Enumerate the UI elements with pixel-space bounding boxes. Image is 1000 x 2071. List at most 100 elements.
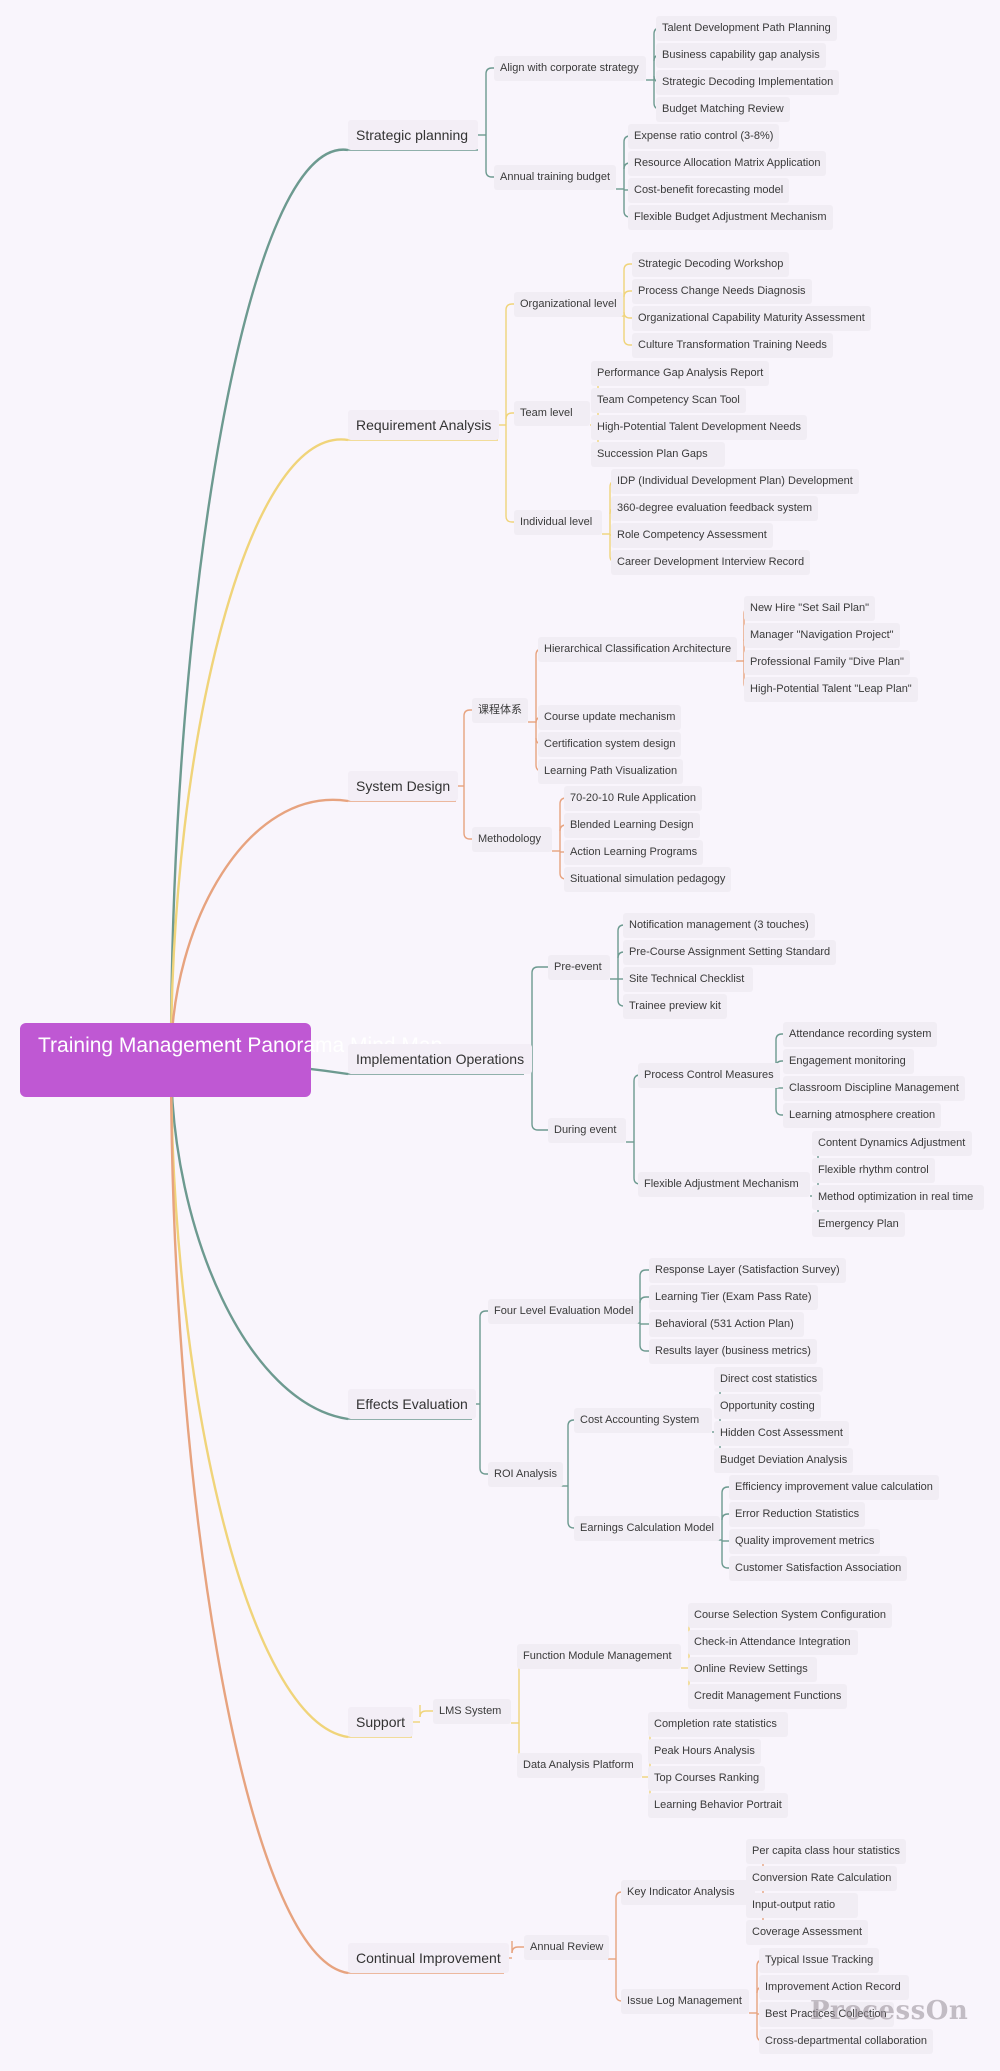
topic-top-courses-ranking[interactable]: Top Courses Ranking [648,1766,766,1791]
topic-input-output-ratio[interactable]: Input-output ratio [746,1893,858,1918]
topic-team-level[interactable]: Team level [514,401,590,426]
topic-data-analysis-platform[interactable]: Data Analysis Platform [517,1753,642,1778]
topic-attendance-recording-system[interactable]: Attendance recording system [783,1022,938,1047]
topic-budget-matching-review[interactable]: Budget Matching Review [656,97,790,122]
topic-lms-system[interactable]: LMS System [433,1699,511,1724]
topic-360-degree-evaluation-feedback-system[interactable]: 360-degree evaluation feedback system [611,496,819,521]
branch-effects-evaluation[interactable]: Effects Evaluation [348,1389,476,1419]
topic-site-technical-checklist[interactable]: Site Technical Checklist [623,967,753,992]
topic-70-20-10-rule-application[interactable]: 70-20-10 Rule Application [564,786,702,811]
topic-during-event[interactable]: During event [548,1118,626,1143]
topic-role-competency-assessment[interactable]: Role Competency Assessment [611,523,773,548]
topic-conversion-rate-calculation[interactable]: Conversion Rate Calculation [746,1866,898,1891]
topic-learning-path-visualization[interactable]: Learning Path Visualization [538,759,684,784]
topic-team-competency-scan-tool[interactable]: Team Competency Scan Tool [591,388,746,413]
topic-flexible-budget-adjustment-mechanism[interactable]: Flexible Budget Adjustment Mechanism [628,205,833,230]
topic-response-layer-satisfaction-survey[interactable]: Response Layer (Satisfaction Survey) [649,1258,846,1283]
topic-talent-development-path-planning[interactable]: Talent Development Path Planning [656,16,837,41]
topic-credit-management-functions[interactable]: Credit Management Functions [688,1684,848,1709]
topic-career-development-interview-record[interactable]: Career Development Interview Record [611,550,811,575]
topic-organizational-capability-maturity-assessment[interactable]: Organizational Capability Maturity Asses… [632,306,871,331]
topic-completion-rate-statistics[interactable]: Completion rate statistics [648,1712,788,1737]
topic-pre-event[interactable]: Pre-event [548,955,610,980]
topic-coverage-assessment[interactable]: Coverage Assessment [746,1920,869,1945]
topic-process-change-needs-diagnosis[interactable]: Process Change Needs Diagnosis [632,279,812,304]
topic-business-capability-gap-analysis[interactable]: Business capability gap analysis [656,43,826,68]
topic-engagement-monitoring[interactable]: Engagement monitoring [783,1049,914,1074]
topic-succession-plan-gaps[interactable]: Succession Plan Gaps [591,442,725,467]
topic-emergency-plan[interactable]: Emergency Plan [812,1212,905,1237]
topic-results-layer-business-metrics[interactable]: Results layer (business metrics) [649,1339,817,1364]
topic-course-update-mechanism[interactable]: Course update mechanism [538,705,682,730]
topic-key-indicator-analysis[interactable]: Key Indicator Analysis [621,1880,755,1905]
topic-course-selection-system-configuration[interactable]: Course Selection System Configuration [688,1603,892,1628]
topic-learning-tier-exam-pass-rate[interactable]: Learning Tier (Exam Pass Rate) [649,1285,818,1310]
topic-cost-accounting-system[interactable]: Cost Accounting System [574,1408,712,1433]
topic-strategic-decoding-implementation[interactable]: Strategic Decoding Implementation [656,70,840,95]
topic-resource-allocation-matrix-application[interactable]: Resource Allocation Matrix Application [628,151,827,176]
topic-situational-simulation-pedagogy[interactable]: Situational simulation pedagogy [564,867,732,892]
topic-quality-improvement-metrics[interactable]: Quality improvement metrics [729,1529,881,1554]
topic-online-review-settings[interactable]: Online Review Settings [688,1657,817,1682]
topic-individual-level[interactable]: Individual level [514,510,602,535]
topic-check-in-attendance-integration[interactable]: Check-in Attendance Integration [688,1630,858,1655]
topic-method-optimization-in-real-time[interactable]: Method optimization in real time [812,1185,984,1210]
root-topic[interactable]: Training Management Panorama Mind Map [20,1023,442,1097]
topic-high-potential-talent-development-needs[interactable]: High-Potential Talent Development Needs [591,415,808,440]
topic-strategic-decoding-workshop[interactable]: Strategic Decoding Workshop [632,252,790,277]
topic-peak-hours-analysis[interactable]: Peak Hours Analysis [648,1739,761,1764]
topic-content-dynamics-adjustment[interactable]: Content Dynamics Adjustment [812,1131,972,1156]
topic-idp-individual-development-plan-development[interactable]: IDP (Individual Development Plan) Develo… [611,469,859,494]
topic-certification-system-design[interactable]: Certification system design [538,732,682,757]
topic-flexible-adjustment-mechanism[interactable]: Flexible Adjustment Mechanism [638,1172,810,1197]
topic-process-control-measures[interactable]: Process Control Measures [638,1063,780,1088]
topic-function-module-management[interactable]: Function Module Management [517,1644,681,1669]
topic-professional-family-dive-plan[interactable]: Professional Family "Dive Plan" [744,650,910,675]
topic-blended-learning-design[interactable]: Blended Learning Design [564,813,700,838]
topic-organizational-level[interactable]: Organizational level [514,292,623,317]
topic-high-potential-talent-leap-plan[interactable]: High-Potential Talent "Leap Plan" [744,677,918,702]
branch-support[interactable]: Support [348,1707,414,1737]
topic-culture-transformation-training-needs[interactable]: Culture Transformation Training Needs [632,333,833,358]
topic-notification-management-3-touches[interactable]: Notification management (3 touches) [623,913,815,938]
topic-methodology[interactable]: Methodology [472,827,552,852]
branch-system-design[interactable]: System Design [348,771,459,801]
topic-learning-behavior-portrait[interactable]: Learning Behavior Portrait [648,1793,788,1818]
branch-implementation-operations[interactable]: Implementation Operations [348,1044,533,1074]
topic-opportunity-costing[interactable]: Opportunity costing [714,1394,821,1419]
topic-manager-navigation-project[interactable]: Manager "Navigation Project" [744,623,900,648]
topic-earnings-calculation-model[interactable]: Earnings Calculation Model [574,1516,720,1541]
topic-per-capita-class-hour-statistics[interactable]: Per capita class hour statistics [746,1839,906,1864]
topic-classroom-discipline-management[interactable]: Classroom Discipline Management [783,1076,965,1101]
topic-node[interactable]: 课程体系 [472,698,528,723]
branch-continual-improvement[interactable]: Continual Improvement [348,1943,509,1973]
topic-annual-training-budget[interactable]: Annual training budget [494,165,617,190]
topic-hierarchical-classification-architecture[interactable]: Hierarchical Classification Architecture [538,637,738,662]
topic-cross-departmental-collaboration[interactable]: Cross-departmental collaboration [759,2029,934,2054]
topic-hidden-cost-assessment[interactable]: Hidden Cost Assessment [714,1421,849,1446]
topic-error-reduction-statistics[interactable]: Error Reduction Statistics [729,1502,866,1527]
topic-four-level-evaluation-model[interactable]: Four Level Evaluation Model [488,1299,640,1324]
topic-efficiency-improvement-value-calculation[interactable]: Efficiency improvement value calculation [729,1475,939,1500]
topic-typical-issue-tracking[interactable]: Typical Issue Tracking [759,1948,880,1973]
topic-action-learning-programs[interactable]: Action Learning Programs [564,840,704,865]
topic-new-hire-set-sail-plan[interactable]: New Hire "Set Sail Plan" [744,596,876,621]
topic-direct-cost-statistics[interactable]: Direct cost statistics [714,1367,824,1392]
topic-cost-benefit-forecasting-model[interactable]: Cost-benefit forecasting model [628,178,790,203]
topic-trainee-preview-kit[interactable]: Trainee preview kit [623,994,727,1019]
topic-performance-gap-analysis-report[interactable]: Performance Gap Analysis Report [591,361,770,386]
branch-requirement-analysis[interactable]: Requirement Analysis [348,410,500,440]
topic-expense-ratio-control-3-8[interactable]: Expense ratio control (3-8%) [628,124,780,149]
topic-customer-satisfaction-association[interactable]: Customer Satisfaction Association [729,1556,908,1581]
topic-annual-review[interactable]: Annual Review [524,1935,610,1960]
topic-behavioral-531-action-plan[interactable]: Behavioral (531 Action Plan) [649,1312,804,1337]
topic-budget-deviation-analysis[interactable]: Budget Deviation Analysis [714,1448,854,1473]
topic-best-practices-collection[interactable]: Best Practices Collection [759,2002,894,2027]
topic-flexible-rhythm-control[interactable]: Flexible rhythm control [812,1158,935,1183]
topic-roi-analysis[interactable]: ROI Analysis [488,1462,563,1487]
topic-improvement-action-record[interactable]: Improvement Action Record [759,1975,909,2000]
topic-learning-atmosphere-creation[interactable]: Learning atmosphere creation [783,1103,942,1128]
topic-pre-course-assignment-setting-standard[interactable]: Pre-Course Assignment Setting Standard [623,940,837,965]
branch-strategic-planning[interactable]: Strategic planning [348,120,478,150]
topic-align-with-corporate-strategy[interactable]: Align with corporate strategy [494,56,646,81]
